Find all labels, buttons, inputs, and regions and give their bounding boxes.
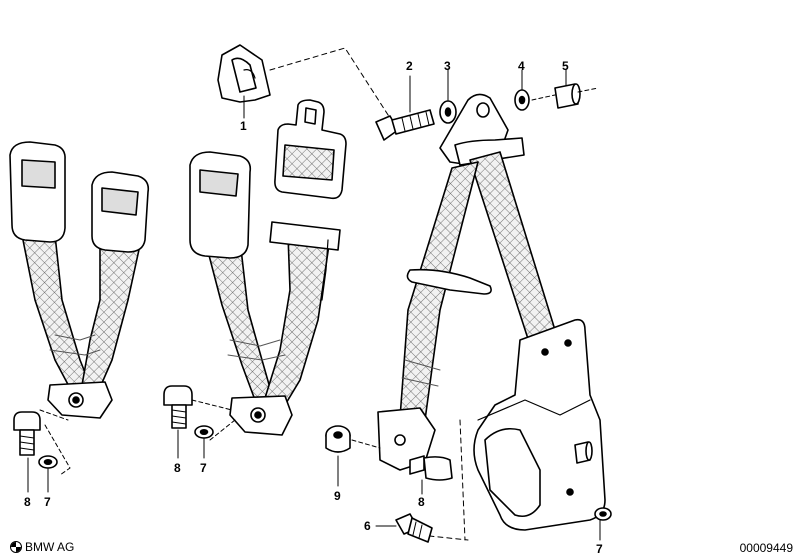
belt-web-diagonal [469, 151, 556, 346]
callout-6: 6 [364, 519, 371, 533]
copyright-text: BMW AG [25, 540, 75, 554]
callout-8-left: 8 [24, 495, 31, 509]
buckle-mid-strap-b [264, 234, 331, 406]
copyright-mark: BMW AG [10, 540, 74, 554]
spacer-5 [554, 83, 581, 109]
washer-7-middle [194, 425, 214, 439]
callout-3: 3 [444, 59, 451, 73]
washer-7-right [594, 507, 612, 521]
callout-8-middle: 8 [174, 461, 181, 475]
buckle-mid-strap-a [204, 239, 273, 401]
callout-7-left: 7 [44, 495, 51, 509]
buckle-pair-middle [189, 99, 347, 436]
callout-5: 5 [562, 59, 569, 73]
bolt-8-middle [163, 385, 193, 429]
callout-7-middle: 7 [200, 461, 207, 475]
belt-guide-loop [406, 268, 492, 295]
bolt-6 [395, 513, 433, 543]
buckle-pair-left [9, 141, 150, 419]
callout-9: 9 [334, 489, 341, 503]
buckle-left-strap-b [81, 244, 141, 393]
washer-4 [514, 89, 530, 111]
washer-3 [439, 100, 457, 124]
callout-4: 4 [518, 59, 525, 73]
document-number: 00009449 [739, 541, 793, 555]
bolt-8-right [409, 455, 453, 481]
callout-7-right: 7 [596, 542, 603, 556]
buckle-left-strap-a [21, 234, 91, 393]
callout-1: 1 [240, 119, 247, 133]
clip-1 [217, 44, 271, 103]
buckle-left-head-a [9, 141, 66, 243]
bmw-roundel-icon [10, 541, 22, 553]
buckle-mid-head [189, 151, 252, 259]
callout-2: 2 [406, 59, 413, 73]
bolt-8-left [13, 411, 41, 456]
latch-keeper [269, 221, 341, 251]
leader-lines [27, 69, 601, 541]
three-point-belt [377, 93, 606, 531]
washer-7-left [38, 455, 58, 469]
bolt-2 [375, 109, 435, 141]
callout-8-right: 8 [418, 495, 425, 509]
nut-9 [325, 425, 351, 453]
